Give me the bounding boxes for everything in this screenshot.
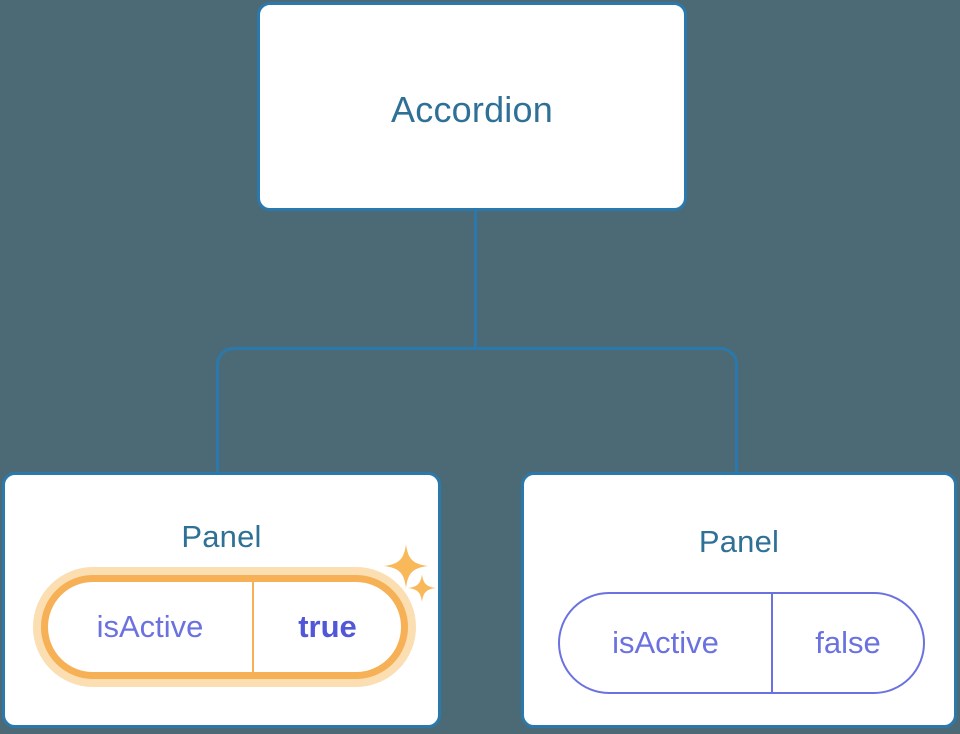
prop-pill-isactive-false[interactable]: isActive false	[558, 592, 925, 694]
sparkle-icon-large	[384, 544, 428, 588]
node-panel-inactive-title: Panel	[698, 524, 780, 559]
prop-key: isActive	[48, 582, 254, 672]
prop-key: isActive	[560, 594, 773, 692]
sparkle-icon-small	[408, 574, 436, 602]
connector-branch-left	[216, 347, 476, 472]
connector-branch-right	[475, 347, 738, 472]
node-accordion-title: Accordion	[391, 89, 553, 130]
node-panel-active-title: Panel	[181, 519, 262, 554]
prop-value: true	[298, 609, 357, 644]
prop-pill-isactive-true[interactable]: isActive true	[41, 575, 408, 679]
node-panel-inactive[interactable]: Panel isActive false	[521, 472, 957, 728]
prop-value: false	[815, 625, 881, 660]
node-accordion[interactable]: Accordion	[257, 2, 687, 211]
node-panel-active[interactable]: Panel isActive true	[2, 472, 441, 728]
